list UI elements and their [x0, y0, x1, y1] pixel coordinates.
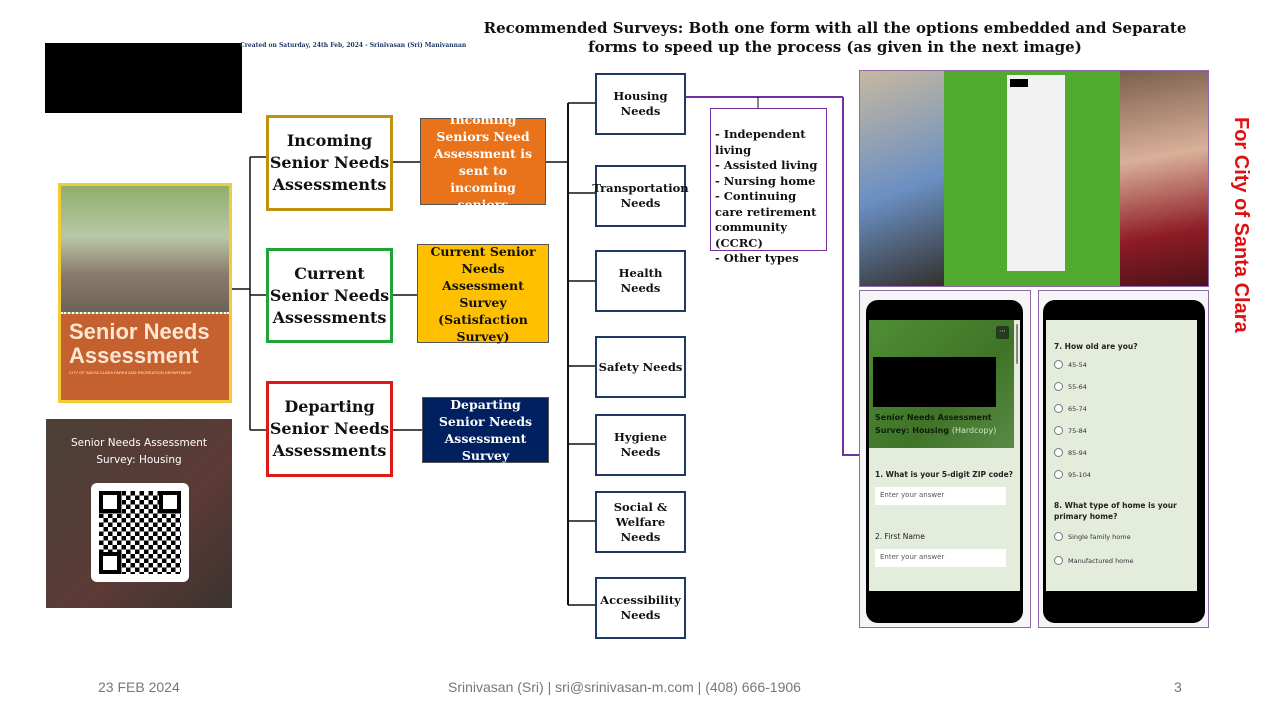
senior-man-photo	[860, 71, 944, 286]
age-option[interactable]: 65-74	[1054, 404, 1087, 413]
category-departing: Departing Senior Needs Assessments	[266, 381, 393, 477]
zip-input[interactable]: Enter your answer	[875, 487, 1006, 505]
survey-incoming: Incoming Seniors Need Assessment is sent…	[420, 112, 546, 212]
housing-type-item: - Continuing care retirement community (…	[715, 189, 817, 250]
senior-woman-photo	[1120, 71, 1208, 286]
age-option[interactable]: 95-104	[1054, 470, 1091, 479]
form-title: Senior Needs Assessment Survey: Housing …	[875, 413, 997, 435]
side-label: For City of Santa Clara	[1230, 117, 1252, 333]
slide-title: Recommended Surveys: Both one form with …	[483, 19, 1187, 56]
category-incoming: Incoming Senior Needs Assessments	[266, 115, 393, 211]
need-social-welfare: Social & Welfare Needs	[595, 491, 686, 553]
need-hygiene: Hygiene Needs	[595, 414, 686, 476]
housing-type-item: - Nursing home	[715, 173, 816, 188]
question-first-name: 2. First Name	[875, 532, 925, 541]
page-number: 3	[1174, 679, 1182, 695]
qr-code[interactable]	[91, 483, 189, 582]
category-current: Current Senior Needs Assessments	[266, 248, 393, 343]
home-option[interactable]: Manufactured home	[1054, 556, 1134, 565]
housing-type-item: - Assisted living	[715, 158, 818, 172]
qr-card: Senior Needs Assessment Survey: Housing	[46, 419, 232, 608]
need-health: Health Needs	[595, 250, 686, 312]
age-option[interactable]: 75-84	[1054, 426, 1087, 435]
phone-mockup-2: 7. How old are you? 45-54 55-64 65-74 75…	[1038, 290, 1209, 628]
survey-current: Current Senior Needs Assessment Survey (…	[417, 244, 549, 344]
first-name-input[interactable]: Enter your answer	[875, 549, 1006, 567]
credit-line: Created on Saturday, 24th Feb, 2024 - Sr…	[240, 42, 467, 49]
age-option[interactable]: 45-54	[1054, 360, 1087, 369]
more-options-icon[interactable]: ⋯	[996, 326, 1009, 339]
phone-mockup-1: ⋯ Senior Needs Assessment Survey: Housin…	[859, 290, 1031, 628]
housing-types-list: - Independent living - Assisted living -…	[710, 108, 827, 265]
senior-needs-cover-image: Senior Needs Assessment CITY OF SANTA CL…	[58, 183, 232, 403]
cover-subtitle: CITY OF SANTA CLARA PARKS AND RECREATION…	[69, 370, 192, 375]
question-zip: 1. What is your 5-digit ZIP code?	[875, 470, 1014, 479]
need-safety: Safety Needs	[595, 336, 686, 398]
form-banner: ⋯ Senior Needs Assessment Survey: Housin…	[869, 320, 1014, 448]
need-housing: Housing Needs	[595, 73, 686, 135]
seniors-photo	[61, 186, 229, 314]
age-option[interactable]: 55-64	[1054, 382, 1087, 391]
need-accessibility: Accessibility Needs	[595, 577, 686, 639]
form-screenshot	[944, 71, 1120, 286]
redacted-logo	[45, 43, 242, 113]
footer-date: 23 FEB 2024	[98, 679, 180, 695]
redacted-image	[873, 357, 996, 407]
question-home-type: 8. What type of home is your primary hom…	[1054, 501, 1177, 521]
need-transportation: Transportation Needs	[592, 165, 689, 227]
home-option[interactable]: Single family home	[1054, 532, 1131, 541]
question-age: 7. How old are you?	[1054, 342, 1138, 351]
photo-collage	[859, 70, 1209, 287]
housing-type-item: - Other types	[715, 251, 799, 265]
survey-departing: Departing Senior Needs Assessment Survey	[422, 397, 549, 463]
scrollbar[interactable]	[1016, 324, 1018, 364]
footer-contact: Srinivasan (Sri) | sri@srinivasan-m.com …	[448, 679, 801, 695]
age-option[interactable]: 85-94	[1054, 448, 1087, 457]
cover-title: Senior Needs Assessment	[69, 319, 210, 368]
qr-card-title: Senior Needs Assessment Survey: Housing	[70, 437, 207, 466]
housing-type-item: - Independent living	[715, 127, 806, 157]
